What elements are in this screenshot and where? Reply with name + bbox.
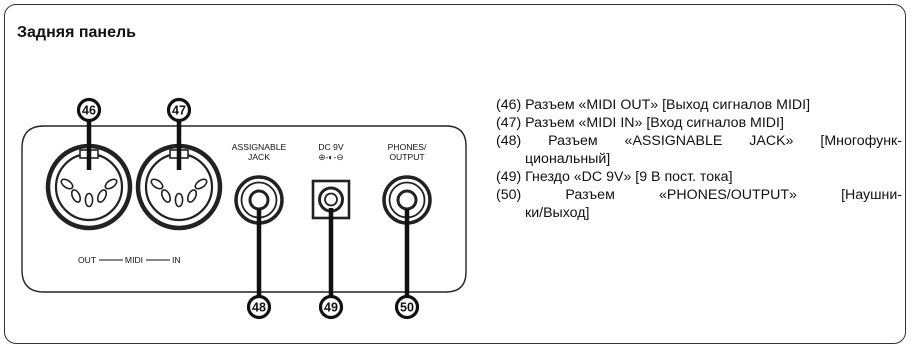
legend-item-text: (48) Разъем «ASSIGNABLE JACK» [Многофунк…	[496, 133, 902, 149]
midi-out-label: OUT	[78, 255, 97, 265]
midi-label: MIDI	[125, 255, 143, 265]
legend-item-50: (50) Разъем «PHONES/OUTPUT» [Наушни- ки/…	[496, 186, 902, 222]
assignable-label-line2: JACK	[248, 152, 270, 162]
legend-item-text: (46) Разъем «MIDI OUT» [Выход сигналов M…	[496, 97, 811, 113]
legend-item-46: (46) Разъем «MIDI OUT» [Выход сигналов M…	[496, 96, 902, 114]
svg-text:46: 46	[82, 104, 96, 118]
rear-panel-outline	[21, 125, 467, 293]
svg-text:49: 49	[324, 301, 338, 315]
legend-item-48: (48) Разъем «ASSIGNABLE JACK» [Многофунк…	[496, 132, 902, 168]
connector-legend: (46) Разъем «MIDI OUT» [Выход сигналов M…	[496, 96, 902, 222]
callout-50: 50	[394, 294, 420, 320]
callout-46: 46	[76, 97, 102, 123]
assignable-label-line1: ASSIGNABLE	[232, 142, 287, 152]
callout-49: 49	[318, 294, 344, 320]
section-title: Задняя панель	[17, 24, 136, 41]
phones-label-line1: PHONES/	[388, 142, 427, 152]
legend-item-text: (49) Гнездо «DC 9V» [9 В пост. тока]	[496, 169, 733, 185]
svg-text:48: 48	[252, 301, 266, 315]
svg-text:47: 47	[172, 104, 186, 118]
legend-item-text: (47) Разъем «MIDI IN» [Вход сигналов MID…	[496, 115, 784, 131]
legend-item-text-cont: ки/Выход]	[525, 205, 590, 221]
svg-text:50: 50	[400, 301, 414, 315]
dc-label: DC 9V	[318, 142, 344, 152]
midi-out-connector	[45, 143, 133, 231]
legend-item-text: (50) Разъем «PHONES/OUTPUT» [Наушни-	[496, 187, 902, 203]
callout-47: 47	[166, 97, 192, 123]
section-frame	[4, 4, 906, 344]
dc-polarity-symbol: ⊕-◐-⊖	[318, 152, 343, 162]
phones-label-line2: OUTPUT	[389, 152, 425, 162]
callout-48: 48	[246, 294, 272, 320]
legend-item-47: (47) Разъем «MIDI IN» [Вход сигналов MID…	[496, 114, 902, 132]
legend-item-text-cont: циональный]	[525, 151, 611, 167]
legend-item-49: (49) Гнездо «DC 9V» [9 В пост. тока]	[496, 168, 902, 186]
midi-in-label: IN	[172, 255, 181, 265]
